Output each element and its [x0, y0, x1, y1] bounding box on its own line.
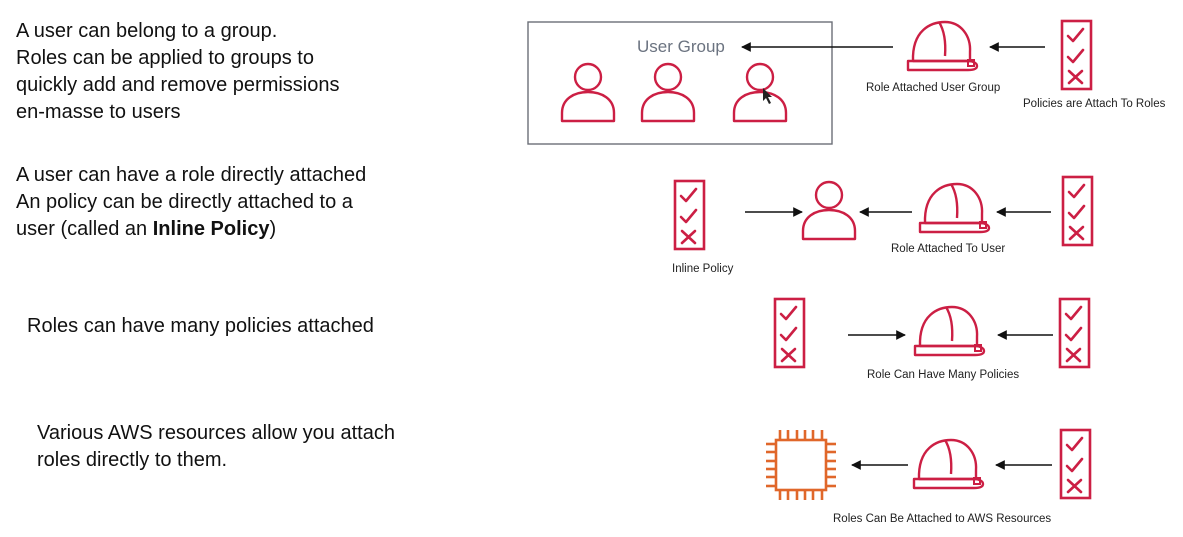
role-caption: Role Attached User Group: [866, 82, 1001, 94]
text-line: user (called an Inline Policy): [16, 216, 366, 243]
role-caption: Role Attached To User: [891, 243, 1006, 255]
role-caption: Role Can Have Many Policies: [867, 369, 1020, 381]
user-icon: [732, 62, 788, 123]
text-line: quickly add and remove permissions: [16, 74, 340, 96]
resource-caption: Roles Can Be Attached to AWS Resources: [833, 513, 1052, 525]
text-line: Roles can have many policies attached: [27, 315, 374, 337]
user-icon: [640, 62, 696, 123]
user-group-box: [527, 21, 833, 145]
text-line: A user can have a role directly attached: [16, 164, 367, 186]
text-line: en-masse to users: [16, 101, 181, 123]
mouse-cursor-icon: [763, 88, 772, 104]
user-group-title: User Group: [637, 37, 725, 56]
policy-document-icon: [1061, 175, 1094, 247]
role-helmet-icon: [912, 438, 985, 490]
role-helmet-icon: [906, 20, 979, 72]
user-description: A user can have a role directly attached…: [16, 162, 366, 243]
policy-document-icon: [1058, 297, 1091, 369]
policy-document-icon: [673, 179, 706, 251]
text-line: Roles can be applied to groups to: [16, 47, 314, 69]
resources-description: Various AWS resources allow you attach r…: [37, 420, 395, 474]
policy-document-icon: [773, 297, 806, 369]
text-segment: ): [269, 218, 277, 240]
chip-resource-icon: [766, 430, 836, 500]
role-helmet-icon: [918, 182, 991, 234]
inline-policy-caption: Inline Policy: [672, 263, 734, 275]
text-line: A user can belong to a group.: [16, 20, 278, 42]
text-line: Various AWS resources allow you attach: [37, 422, 395, 444]
text-line: roles directly to them.: [37, 449, 228, 471]
user-icon: [801, 180, 857, 241]
policy-document-icon: [1060, 19, 1093, 91]
group-description: A user can belong to a group. Roles can …: [16, 18, 340, 126]
policies-description: Roles can have many policies attached: [27, 313, 374, 340]
policy-caption: Policies are Attach To Roles: [1023, 98, 1166, 110]
role-helmet-icon: [913, 305, 986, 357]
text-segment: user (called an: [16, 218, 153, 240]
user-icon: [560, 62, 616, 123]
inline-policy-term: Inline Policy: [152, 218, 270, 240]
policy-document-icon: [1059, 428, 1092, 500]
text-line: An policy can be directly attached to a: [16, 191, 353, 213]
